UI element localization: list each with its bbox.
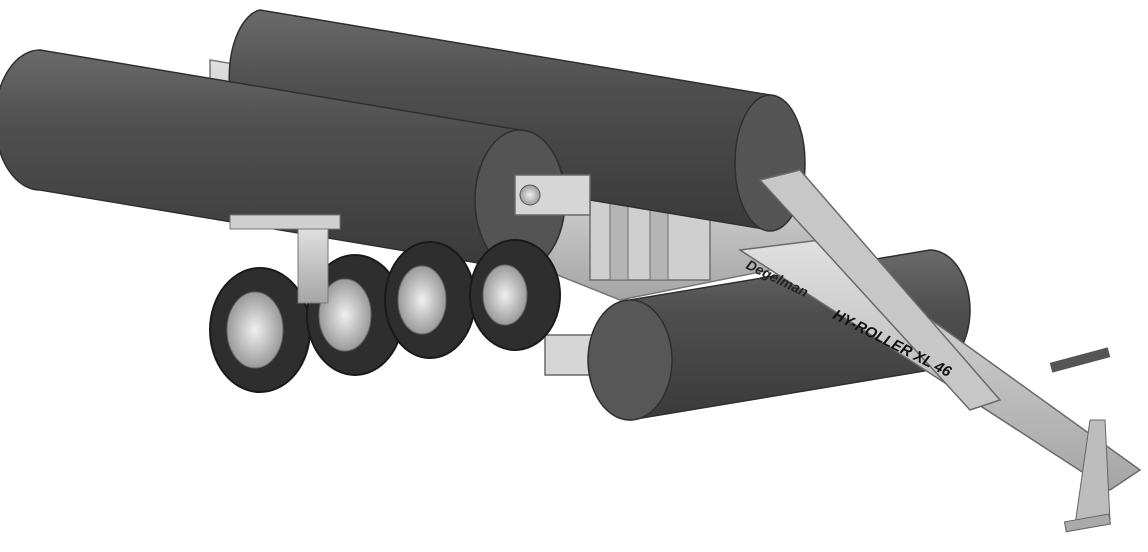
- hitch-tongue: [737, 169, 1142, 533]
- wheel: [384, 241, 476, 359]
- transport-wheels: [209, 214, 561, 393]
- wheel: [469, 239, 561, 351]
- wheel: [209, 267, 311, 393]
- wheel: [306, 254, 404, 376]
